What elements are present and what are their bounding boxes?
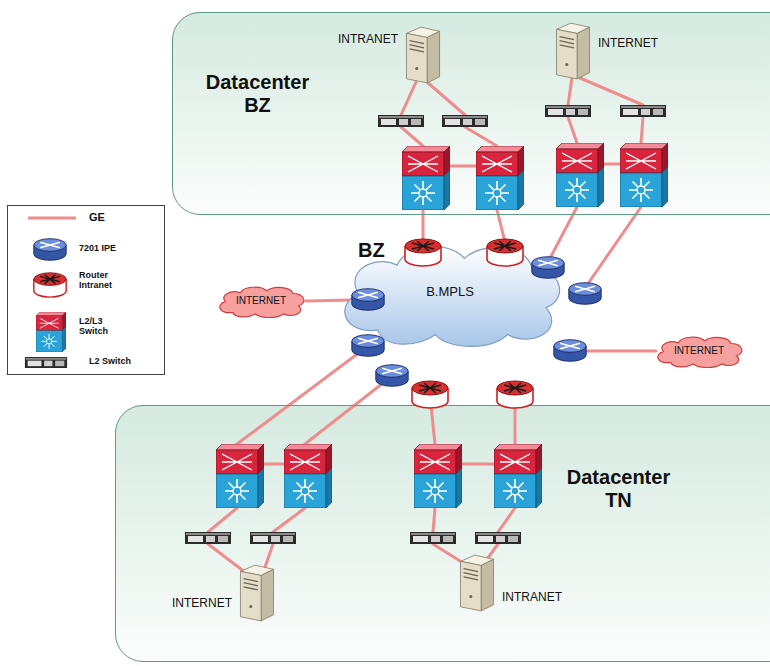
server-label: INTRANET: [502, 591, 562, 605]
ge-links: [208, 78, 656, 576]
legend-sample-router: [34, 273, 66, 297]
region-title: Datacenter TN: [556, 466, 681, 512]
legend-text: GE: [89, 211, 149, 224]
legend-text: Router Intranet: [79, 270, 131, 291]
legend-text: L2/L3 Switch: [79, 316, 119, 337]
server-icon: [460, 555, 493, 611]
network-cloud: INTERNET: [214, 284, 308, 318]
ipe-router: [352, 335, 384, 357]
server-icon: [556, 23, 589, 79]
datacenter-region: INTERNET INTRANET Datacenter TN: [115, 405, 770, 662]
router-intranet: [412, 381, 448, 408]
l2-switch: [620, 105, 666, 117]
l2l3-switch: [556, 143, 604, 207]
server-label: INTERNET: [172, 597, 232, 611]
cloud-label: INTERNET: [236, 295, 286, 307]
server-icon: [238, 561, 276, 623]
l2l3-switch: [414, 444, 462, 508]
ipe-router: [352, 289, 384, 311]
server-label: INTRANET: [338, 33, 398, 47]
datacenter-region: INTRANET INTERNET Datacenter BZ: [172, 12, 770, 215]
router-intranet: [497, 381, 533, 408]
cloud-outline: [220, 287, 304, 317]
server-node: INTERNET: [554, 19, 592, 81]
l2-switch: [250, 532, 296, 544]
l2-switch: [475, 532, 521, 544]
server-label: INTERNET: [598, 37, 658, 51]
ipe-router: [376, 365, 408, 387]
legend-text: 7201 IPE: [79, 243, 149, 253]
cloud-label: INTERNET: [674, 345, 724, 357]
legend-box: GE 7201 IPE Router IntranetL2/L3 Switch L2 …: [7, 205, 165, 375]
ipe-router: [569, 283, 601, 305]
server-node: INTRANET: [404, 23, 442, 85]
datacenter-ground: [115, 405, 770, 662]
l2-switch: [185, 532, 231, 544]
server-icon: [554, 19, 592, 81]
cloud-outline: [345, 246, 560, 346]
server-icon: [458, 551, 496, 613]
server-icon: [406, 27, 439, 83]
server-node: INTRANET: [458, 551, 496, 613]
region-title: Datacenter BZ: [195, 71, 320, 117]
ipe-router: [554, 340, 586, 362]
l2l3-switch: [402, 146, 450, 210]
l2l3-switch: [494, 444, 542, 508]
l2-switch: [378, 115, 424, 127]
site-label: BZ: [358, 239, 385, 262]
legend-sample-line: [28, 217, 76, 220]
legend-sample-ipe: [34, 239, 66, 261]
cloud-outline: [658, 337, 742, 367]
l2-switch: [410, 532, 456, 544]
router-intranet: [487, 239, 523, 266]
legend-sample-l2l3: [36, 312, 66, 352]
l2l3-switch: [476, 146, 524, 210]
server-icon: [240, 565, 273, 621]
server-icon: [404, 23, 442, 85]
datacenter-ground: [172, 12, 770, 215]
server-node: INTERNET: [238, 561, 276, 623]
l2-switch: [442, 115, 488, 127]
l2l3-switch: [620, 143, 668, 207]
network-cloud: INTERNET: [652, 334, 746, 368]
ipe-router: [532, 257, 564, 279]
cloud-label: B.MPLS: [426, 285, 474, 300]
legend-sample-l2: [25, 357, 67, 368]
l2-switch: [545, 105, 591, 117]
router-intranet: [405, 239, 441, 266]
l2l3-switch: [216, 444, 264, 508]
l2l3-switch: [284, 444, 332, 508]
legend-text: L2 Switch: [89, 356, 159, 366]
